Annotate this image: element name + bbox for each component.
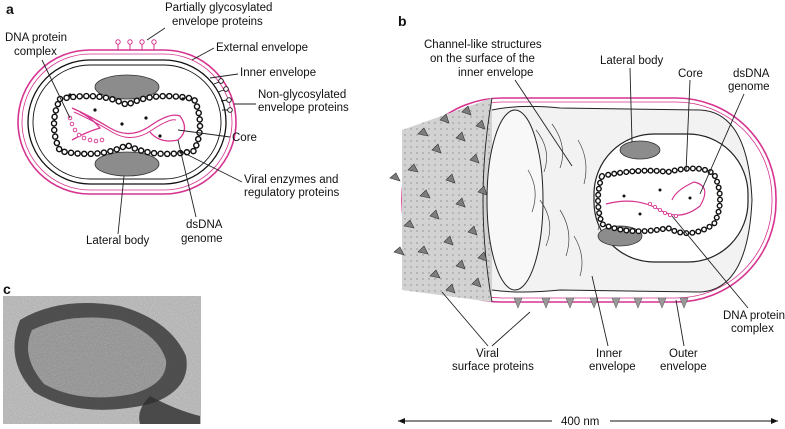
label-dna-protein-complex-2: complex: [14, 46, 57, 58]
panel-b-label: b: [398, 13, 407, 29]
label-external-envelope-a: External envelope: [216, 42, 308, 54]
label-viral-enzymes-1: Viral enzymes and: [244, 174, 338, 186]
external-envelope-a: [17, 49, 237, 195]
outer-surface-proteins-b: [513, 297, 689, 309]
label-dna-protein-1-b: DNA protein: [723, 310, 785, 322]
label-outer-envelope-2-b: envelope: [660, 361, 707, 373]
panel-a-label: a: [6, 1, 14, 17]
label-lateral-body-a: Lateral body: [86, 235, 150, 247]
label-viral-surface-2: surface proteins: [452, 361, 534, 373]
glycosylated-proteins-a: [115, 39, 157, 50]
label-lateral-body-b: Lateral body: [600, 55, 664, 67]
label-channel-1: Channel-like structures: [424, 39, 542, 51]
label-dsdna-1-b: dsDNA: [733, 68, 770, 80]
label-core-b: Core: [678, 68, 703, 80]
lateral-body-bottom-a: [94, 151, 160, 177]
panel-c-label: c: [3, 281, 11, 297]
label-non-glycosylated-2: envelope proteins: [258, 102, 349, 114]
non-glycosylated-proteins-a: [213, 78, 233, 113]
viral-enzymes-b: [622, 188, 692, 216]
label-inner-envelope-1-b: Inner: [596, 348, 622, 360]
label-partially-glycosylated-2: envelope proteins: [172, 16, 263, 28]
label-dsdna-1-a: dsDNA: [186, 219, 223, 231]
panel-b: b: [389, 13, 785, 428]
electron-micrograph: [3, 296, 201, 424]
dna-protein-complex-b: [648, 201, 679, 218]
lateral-body-top-b: [619, 140, 661, 160]
label-core-a: Core: [232, 132, 257, 144]
label-inner-envelope-a: Inner envelope: [240, 67, 316, 79]
label-dsdna-2-b: genome: [728, 81, 770, 93]
label-channel-2: on the surface of the: [430, 53, 535, 65]
label-dsdna-2-a: genome: [181, 233, 223, 245]
lateral-body-top-a: [94, 74, 160, 100]
scale-bar: 400 nm: [398, 416, 778, 428]
label-dna-protein-complex-1: DNA protein: [5, 32, 67, 44]
label-partially-glycosylated-1: Partially glycosylated: [165, 2, 272, 14]
scale-bar-label: 400 nm: [561, 416, 599, 428]
label-viral-surface-1: Viral: [476, 348, 499, 360]
panel-c: c: [3, 281, 201, 424]
label-outer-envelope-1-b: Outer: [669, 348, 698, 360]
label-inner-envelope-2-b: envelope: [589, 361, 636, 373]
cutaway-cap: [402, 98, 492, 302]
viral-surface-proteins-b: [389, 105, 488, 294]
dsdna-genome-b: [605, 181, 706, 216]
label-dna-protein-2-b: complex: [731, 323, 774, 335]
panel-a: a: [5, 1, 349, 247]
label-non-glycosylated-1: Non-glycosylated: [258, 89, 346, 101]
label-channel-3: inner envelope: [458, 67, 533, 79]
label-viral-enzymes-2: regulatory proteins: [244, 187, 339, 199]
dna-protein-complex-a: [67, 115, 105, 144]
